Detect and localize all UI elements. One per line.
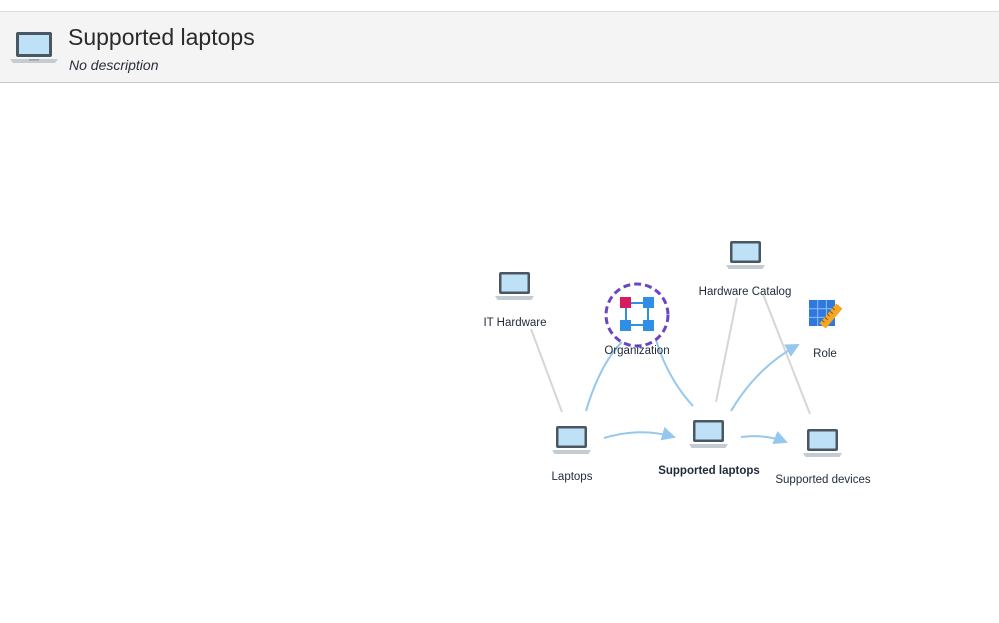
node-label-organization[interactable]: Organization bbox=[604, 345, 670, 357]
edge-laptops-supported-laptops bbox=[603, 426, 676, 441]
edge-supported-laptops-supported-devices bbox=[740, 431, 788, 445]
node-laptops[interactable] bbox=[552, 426, 591, 454]
node-supported-laptops[interactable] bbox=[689, 420, 728, 448]
page-description: No description bbox=[69, 57, 159, 73]
node-label-hardware-catalog[interactable]: Hardware Catalog bbox=[698, 286, 792, 298]
node-label-supported-devices[interactable]: Supported devices bbox=[775, 474, 871, 486]
laptop-icon bbox=[495, 272, 534, 300]
laptop-icon bbox=[803, 429, 842, 457]
node-it-hardware[interactable] bbox=[495, 272, 534, 300]
edge-laptops-organization bbox=[585, 341, 623, 412]
role-icon bbox=[809, 300, 843, 329]
edge-supported-laptops-role bbox=[730, 344, 800, 412]
node-label-supported-laptops[interactable]: Supported laptops bbox=[658, 465, 760, 477]
edge-catalog-supported-laptops bbox=[715, 297, 738, 403]
node-label-it-hardware[interactable]: IT Hardware bbox=[483, 317, 547, 329]
organization-icon bbox=[620, 297, 654, 331]
edge-it-hardware-laptops bbox=[530, 328, 563, 413]
page-header: Supported laptops No description bbox=[0, 12, 999, 83]
laptop-icon bbox=[552, 426, 591, 454]
edge-organization-supported-laptops bbox=[655, 339, 694, 407]
page-title: Supported laptops bbox=[68, 24, 255, 50]
laptop-icon bbox=[689, 420, 728, 448]
node-label-laptops[interactable]: Laptops bbox=[551, 471, 593, 483]
node-organization[interactable] bbox=[604, 282, 670, 348]
top-strip bbox=[0, 0, 999, 12]
graph-edges bbox=[495, 241, 843, 457]
edge-catalog-supported-devices bbox=[762, 293, 811, 415]
node-role[interactable] bbox=[809, 300, 843, 329]
relationship-graph[interactable]: IT Hardware Organization Hardware Catalo… bbox=[0, 84, 999, 623]
node-label-role[interactable]: Role bbox=[813, 348, 837, 360]
laptop-icon bbox=[10, 32, 58, 63]
node-supported-devices[interactable] bbox=[803, 429, 842, 457]
node-hardware-catalog[interactable] bbox=[726, 241, 765, 269]
laptop-icon bbox=[726, 241, 765, 269]
